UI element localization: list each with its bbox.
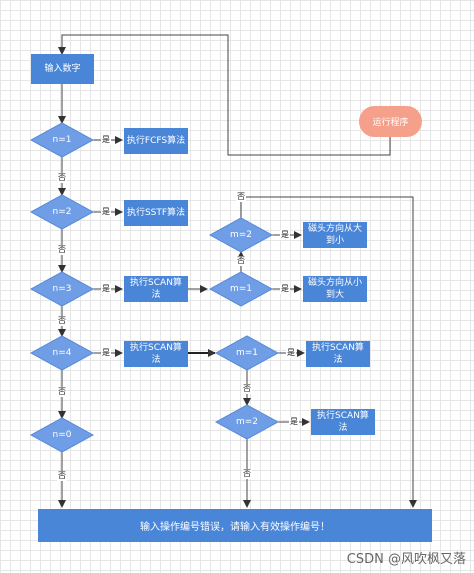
node-input: 输入数字 <box>31 54 94 84</box>
node-error-message: 输入操作编号错误，请输入有效操作编号！ <box>38 509 432 542</box>
node-scan-m1: 执行SCAN算法 <box>306 341 370 367</box>
diamond-m1b <box>214 335 280 371</box>
diamond-n2 <box>29 194 95 230</box>
edge-m2a-error <box>240 196 417 508</box>
edge-label-no: 否 <box>57 387 67 397</box>
edge-label-no: 否 <box>236 192 246 202</box>
edge-label-yes: 是 <box>280 284 290 294</box>
node-sstf: 执行SSTF算法 <box>124 200 188 226</box>
node-run-program: 运行程序 <box>359 106 422 137</box>
label-n4: n=4 <box>52 348 72 358</box>
edge-label-no: 否 <box>57 173 67 183</box>
node-dir-big-to-small: 磁头方向从大到小 <box>303 222 367 248</box>
diamond-n3 <box>29 271 95 307</box>
edge-label-yes: 是 <box>289 417 299 427</box>
label-n2: n=2 <box>52 207 72 217</box>
node-scan-m2: 执行SCAN算法 <box>311 409 375 435</box>
diamond-m1a <box>208 271 274 307</box>
edge-label-no: 否 <box>236 256 246 266</box>
diamond-n4 <box>29 335 95 371</box>
node-dir-small-to-big: 磁头方向从小到大 <box>303 276 367 302</box>
edge-label-yes: 是 <box>101 135 111 145</box>
edge-label-no: 否 <box>242 384 252 394</box>
label-n0: n=0 <box>52 430 72 440</box>
node-scan-n3: 执行SCAN算法 <box>124 276 188 302</box>
diamond-n0 <box>29 417 95 453</box>
watermark: CSDN @风吹枫又落 <box>346 552 466 567</box>
diamond-m2b <box>214 404 280 440</box>
diamond-m2a <box>208 217 274 253</box>
edge-label-yes: 是 <box>101 284 111 294</box>
label-n3: n=3 <box>52 284 72 294</box>
node-fcfs: 执行FCFS算法 <box>124 128 188 154</box>
label-m1a: m=1 <box>229 284 253 294</box>
edge-label-no: 否 <box>57 245 67 255</box>
edge-label-yes: 是 <box>280 230 290 240</box>
node-scan-n4: 执行SCAN算法 <box>124 341 188 367</box>
edge-label-no: 否 <box>57 471 67 481</box>
label-m1b: m=1 <box>235 348 259 358</box>
edge-label-yes: 是 <box>101 348 111 358</box>
edge-run-to-input <box>58 34 391 156</box>
diamond-n1 <box>29 122 95 158</box>
edge-label-yes: 是 <box>101 207 111 217</box>
label-m2b: m=2 <box>235 417 259 427</box>
edge-label-no: 否 <box>242 469 252 479</box>
label-n1: n=1 <box>52 135 72 145</box>
edge-label-no: 否 <box>57 316 67 326</box>
edge-label-yes: 是 <box>286 348 296 358</box>
label-m2a: m=2 <box>229 230 253 240</box>
